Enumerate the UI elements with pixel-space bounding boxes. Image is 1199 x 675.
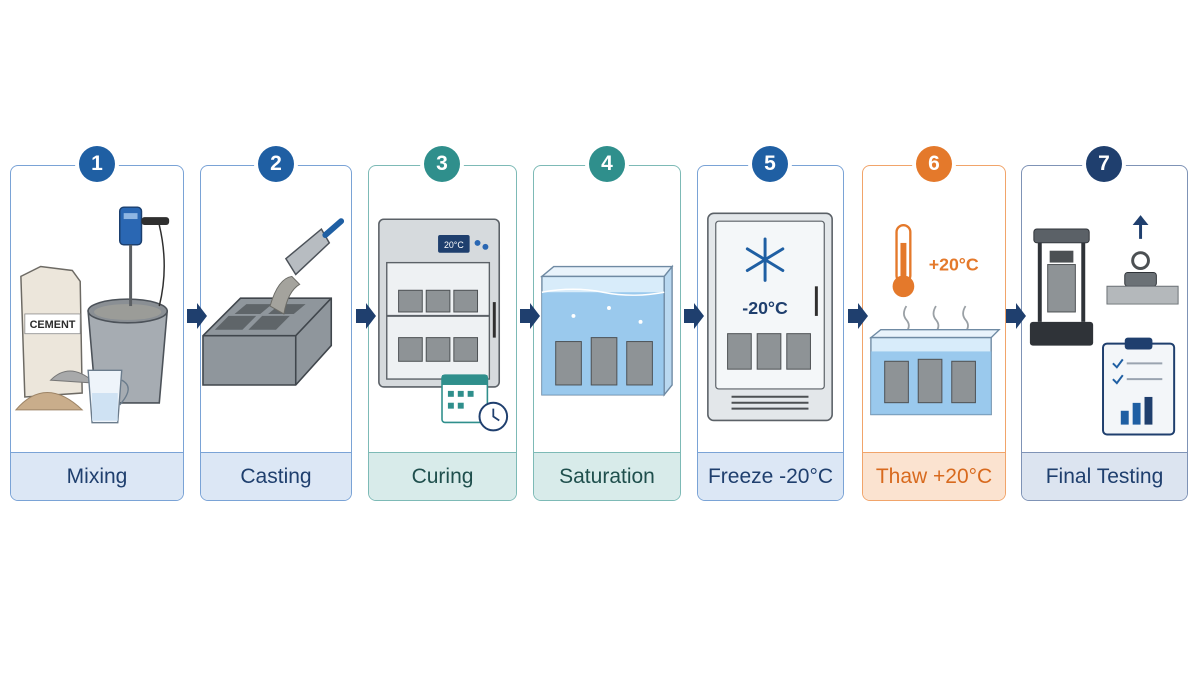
final-testing-illustration	[1029, 215, 1179, 436]
thermometer-icon	[892, 224, 915, 298]
curing-illustration: 20°C	[378, 218, 509, 432]
arrow-right-icon	[520, 303, 540, 329]
arrow-right-icon	[1006, 303, 1026, 329]
step-label: Final Testing	[1022, 452, 1187, 500]
freeze-illustration: -20°C	[707, 212, 833, 422]
arrow-right-icon	[848, 303, 868, 329]
thaw-temp-text: +20°C	[929, 255, 979, 275]
step-label: Mixing	[11, 452, 183, 500]
step-label: Thaw +20°C	[863, 452, 1005, 500]
saturation-illustration	[539, 264, 674, 397]
step-card-thaw: +20°C Thaw +20°C	[862, 165, 1006, 501]
freeze-temp-text: -20°C	[742, 298, 788, 318]
step-label: Casting	[201, 452, 351, 500]
arrow-right-icon	[356, 303, 376, 329]
step-card-curing: 20°C Curing	[368, 165, 517, 501]
step-card-saturation: Saturation	[533, 165, 681, 501]
arrow-right-icon	[187, 303, 207, 329]
step-label: Freeze -20°C	[698, 452, 843, 500]
step-label: Curing	[369, 452, 516, 500]
curing-display-text: 20°C	[444, 240, 464, 250]
casting-illustration	[202, 218, 345, 386]
mixing-illustration: CEMENT	[14, 206, 170, 424]
step-number-badge: 7	[1086, 146, 1122, 182]
step-number-badge: 2	[258, 146, 294, 182]
step-card-final-testing: Final Testing	[1021, 165, 1188, 501]
step-card-mixing: CEMENT Mixing	[10, 165, 184, 501]
step-number-badge: 4	[589, 146, 625, 182]
snowflake-icon	[745, 237, 785, 282]
arrow-right-icon	[684, 303, 704, 329]
step-card-freeze: -20°C Freeze -20°C	[697, 165, 844, 501]
step-label: Saturation	[534, 452, 680, 500]
step-card-casting: Casting	[200, 165, 352, 501]
step-number-badge: 1	[79, 146, 115, 182]
step-number-badge: 6	[916, 146, 952, 182]
step-number-badge: 5	[752, 146, 788, 182]
step-number-badge: 3	[424, 146, 460, 182]
thaw-illustration: +20°C	[868, 224, 1001, 416]
cement-bag-text: CEMENT	[30, 319, 76, 331]
